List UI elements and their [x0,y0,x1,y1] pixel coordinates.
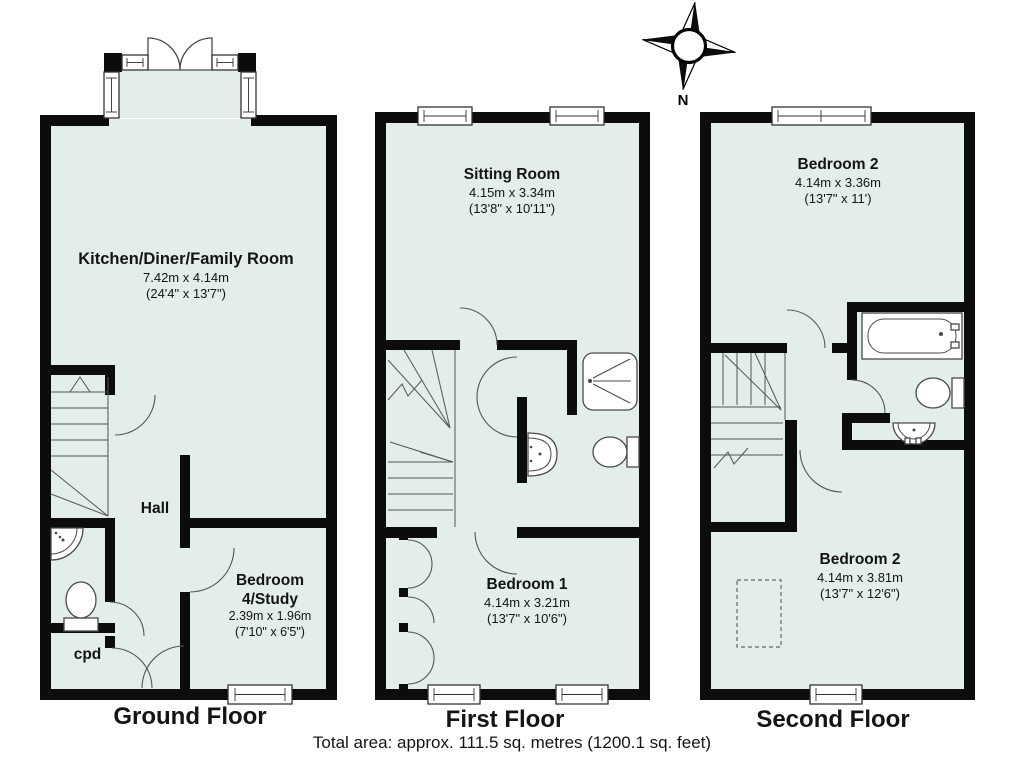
room-name: Bedroom 2 [797,156,879,173]
basin [527,432,558,477]
room-dims-imperial: (13'8" x 10'11") [468,200,556,216]
compass-rose-icon: N [642,2,736,109]
room-name: Bedroom 2 [819,551,901,568]
restricted-height-area [736,579,782,648]
toilet [915,377,965,409]
room-dims-imperial: (13'7" x 10'6") [487,610,567,626]
compass-north-label: N [678,92,689,109]
ground-staircase [50,376,109,517]
first-staircase [387,349,456,527]
toilet [592,436,640,468]
corner-basin [50,527,84,561]
room-name: cpd [73,646,102,663]
room-dims-metric: 2.39m x 1.96m [228,609,312,624]
second-floor-title: Second Floor [756,706,910,733]
room-label-sitting-room: Sitting Room 4.15m x 3.34m (13'8" x 10'1… [460,166,564,217]
ground-floor-plan [40,37,337,705]
room-name: Sitting Room [463,166,561,183]
toilet [63,581,99,632]
room-dims-metric: 4.14m x 3.21m [484,594,570,610]
room-dims-metric: 4.14m x 3.81m [817,569,903,585]
first-windows [417,106,609,705]
room-label-kitchen: Kitchen/Diner/Family Room 7.42m x 4.14m … [76,250,296,302]
wardrobe-doors [399,531,435,693]
first-outer-walls [375,112,650,700]
room-dims-imperial: (13'7" x 12'6") [820,585,900,601]
room-name: Bedroom 4/Study [235,572,305,608]
ground-floor-title: Ground Floor [113,703,267,730]
room-dims-imperial: (13'7" x 11') [804,190,872,206]
shower [582,352,638,411]
first-interior-walls [386,340,650,538]
second-staircase [711,352,786,469]
total-area-note: Total area: approx. 111.5 sq. metres (12… [312,733,712,752]
ground-door-arcs [109,394,235,689]
room-name: Kitchen/Diner/Family Room [78,250,294,268]
second-interior-walls [711,302,975,532]
room-label-cpd: cpd [60,646,115,665]
basin [892,422,936,445]
second-windows [771,106,872,705]
room-label-bedroom4-study: Bedroom 4/Study 2.39m x 1.96m (7'10" x 6… [222,572,318,640]
first-door-arcs [459,307,518,575]
ground-outer-walls [40,53,337,700]
room-dims-metric: 7.42m x 4.14m [143,269,229,285]
room-label-bedroom2-top: Bedroom 2 4.14m x 3.36m (13'7" x 11') [768,156,908,207]
second-door-arcs [786,309,886,493]
french-doors [147,37,213,71]
first-floor-title: First Floor [445,706,565,733]
bay-windows [103,54,257,119]
ground-rear-window [227,684,293,705]
second-floor-plan [700,106,975,705]
room-name: Bedroom 1 [486,576,568,593]
room-dims-imperial: (7'10" x 6'5") [235,624,305,639]
room-label-hall: Hall [125,500,185,519]
first-floor-plan [375,106,650,705]
bathtub [861,312,963,360]
room-dims-imperial: (24'4" x 13'7") [146,286,226,302]
room-name: Hall [140,500,170,517]
room-dims-metric: 4.15m x 3.34m [469,184,555,200]
room-dims-metric: 4.14m x 3.36m [795,174,881,190]
room-label-bedroom1: Bedroom 1 4.14m x 3.21m (13'7" x 10'6") [457,576,597,627]
room-label-bedroom2-bottom: Bedroom 2 4.14m x 3.81m (13'7" x 12'6") [790,551,930,602]
